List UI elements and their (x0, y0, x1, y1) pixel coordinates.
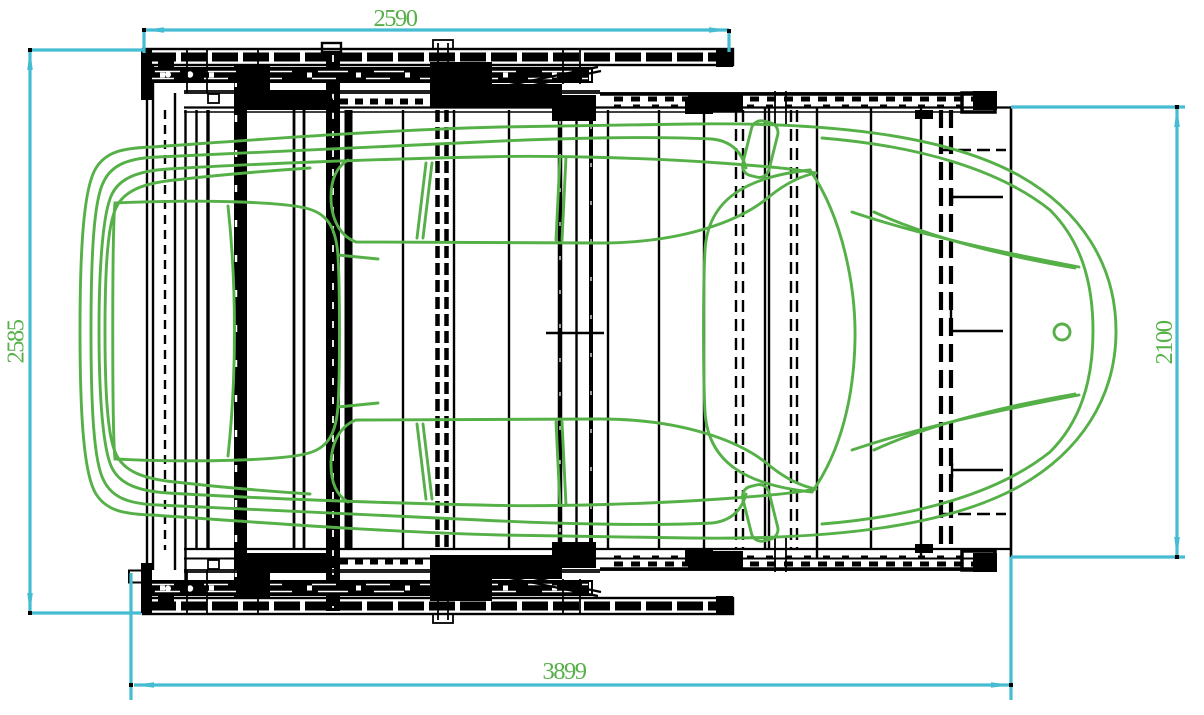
svg-text:2100: 2100 (1151, 320, 1178, 364)
svg-text:2590: 2590 (374, 5, 418, 32)
svg-text:3899: 3899 (543, 658, 587, 685)
svg-text:2585: 2585 (3, 319, 30, 363)
